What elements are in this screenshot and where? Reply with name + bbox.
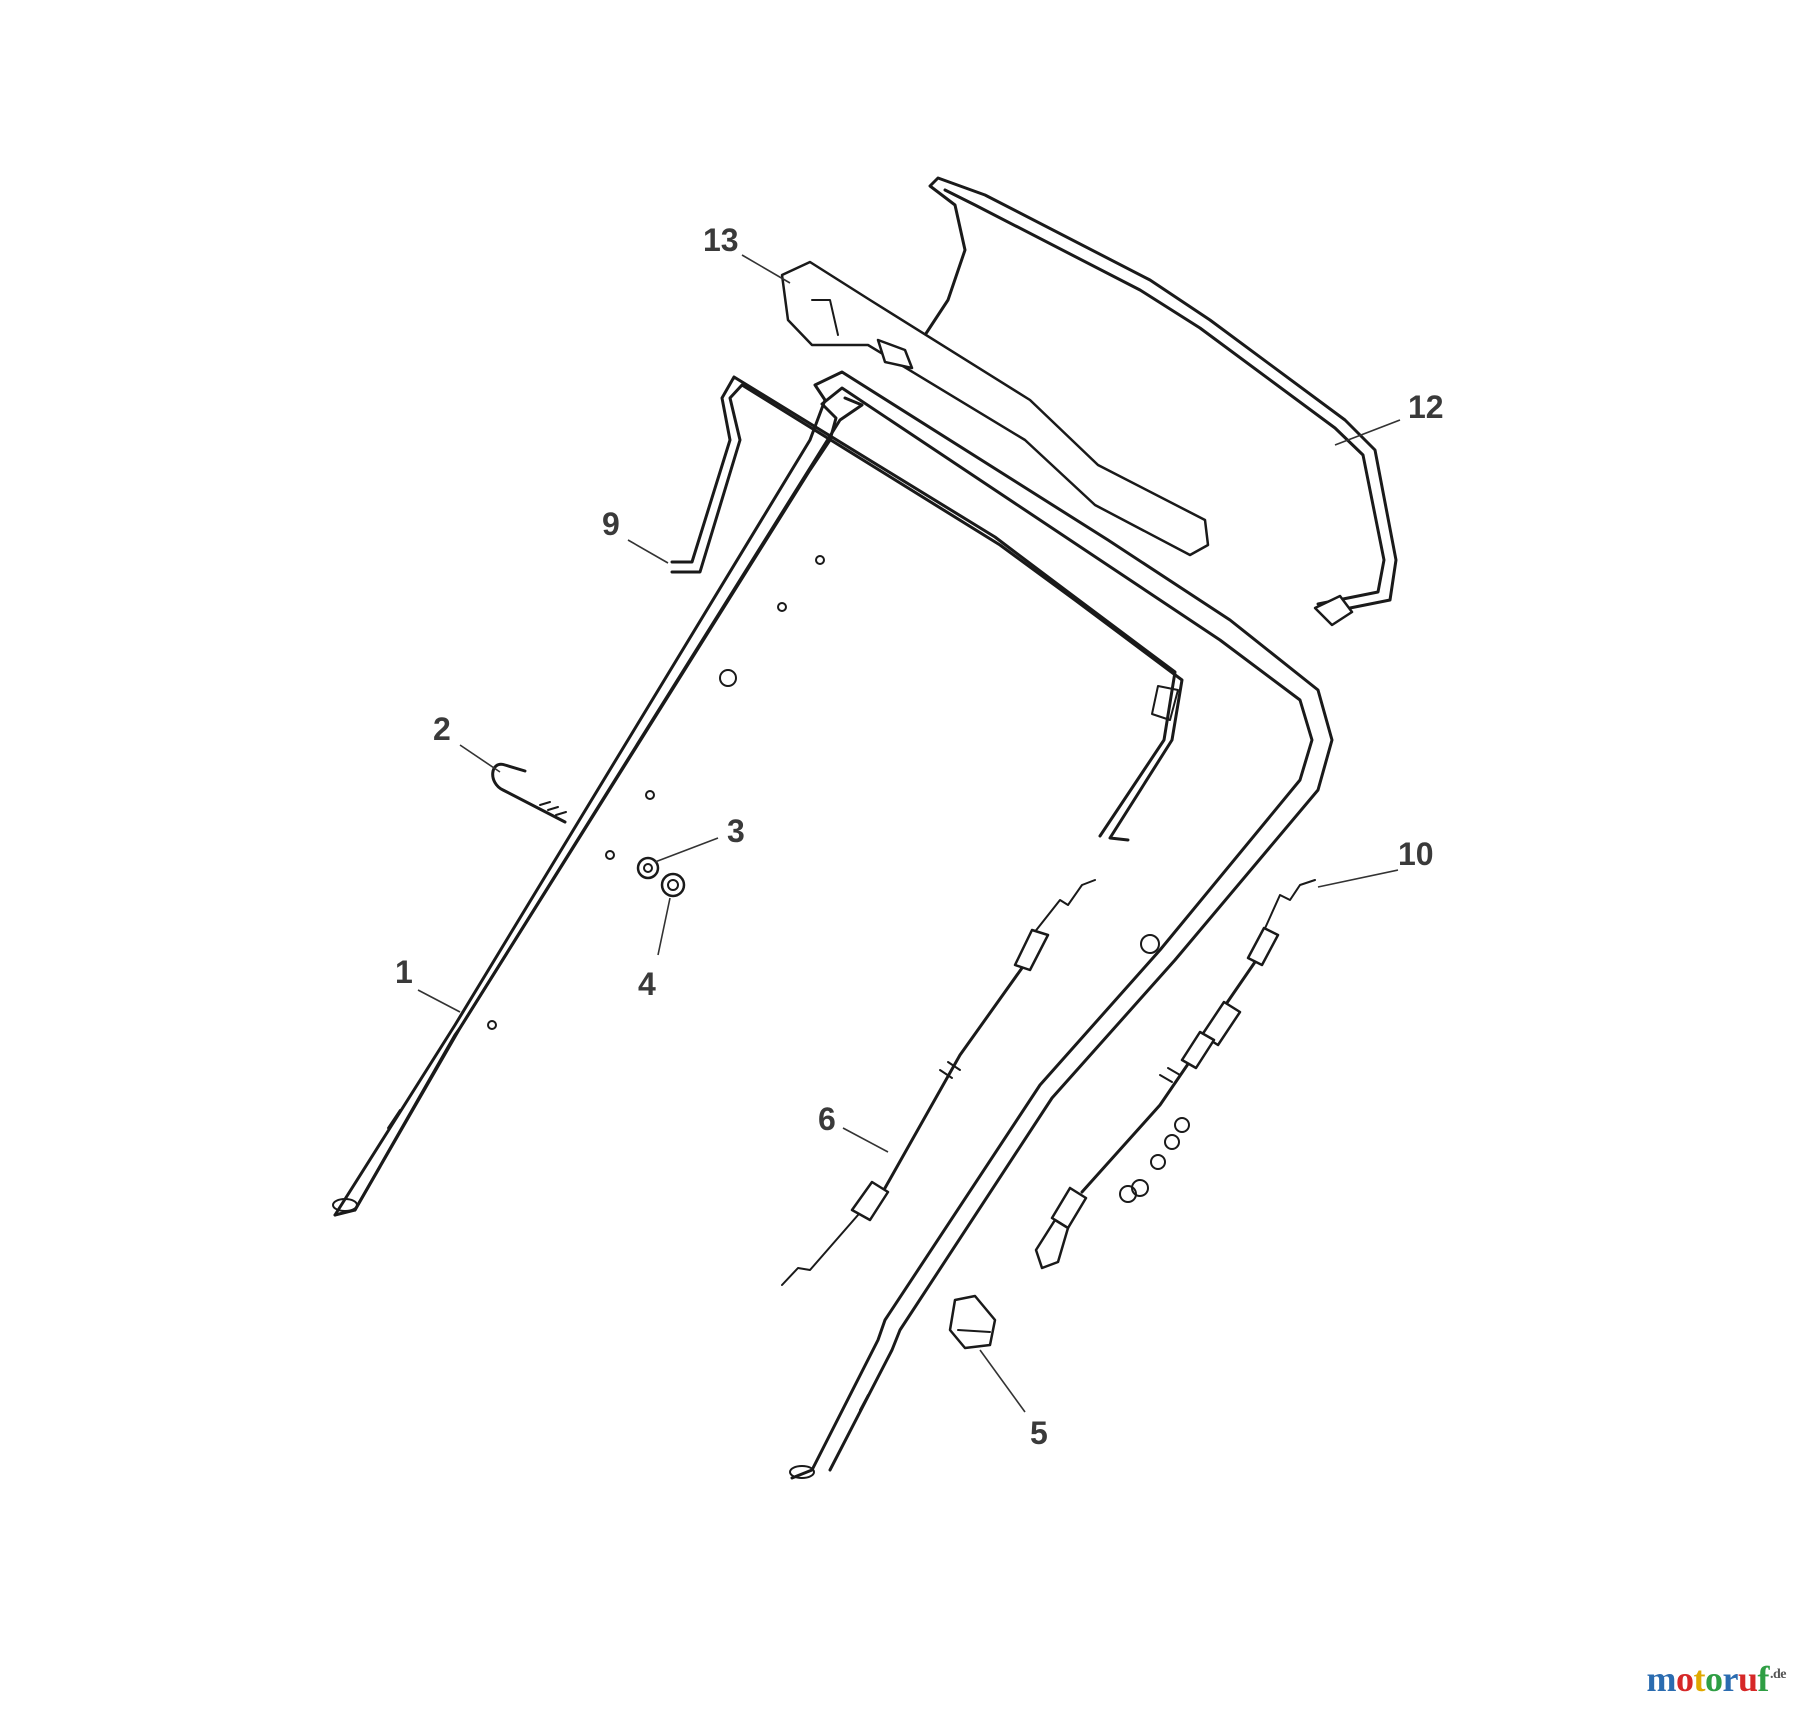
callout-9: 9 — [602, 506, 620, 542]
watermark-letter: o — [1704, 1659, 1723, 1699]
part-6-control-cable — [781, 879, 1096, 1286]
part-13-handle-grip — [780, 260, 1210, 557]
part-5-cable-clip — [948, 1294, 997, 1350]
watermark-letter: u — [1737, 1659, 1758, 1699]
leader-9 — [627, 539, 669, 564]
leader-6 — [842, 1127, 889, 1153]
leader-2 — [459, 744, 501, 773]
leader-10 — [1317, 869, 1399, 888]
callout-5: 5 — [1030, 1415, 1048, 1451]
watermark-letter: m — [1646, 1659, 1676, 1699]
part-10-drive-cable — [1034, 879, 1316, 1270]
callout-13: 13 — [703, 222, 739, 258]
watermark-letter: o — [1675, 1659, 1694, 1699]
leader-12 — [1334, 419, 1401, 446]
part-1-handle-frame — [332, 370, 1334, 1480]
leader-3 — [654, 837, 719, 863]
leader-13 — [741, 254, 791, 284]
callout-6: 6 — [818, 1101, 836, 1137]
callout-4: 4 — [638, 966, 656, 1002]
part-4-nut — [660, 872, 686, 898]
watermark-suffix: .de — [1770, 1667, 1787, 1682]
watermark-letter: t — [1693, 1659, 1705, 1699]
leader-5 — [979, 1349, 1026, 1413]
leader-lines — [417, 254, 1401, 1413]
watermark-letter: r — [1722, 1659, 1738, 1699]
watermark-letter: f — [1757, 1659, 1770, 1699]
part-2-hook-bolt — [491, 762, 567, 824]
callout-10: 10 — [1398, 836, 1434, 872]
callouts: 1 2 3 4 5 6 9 10 12 13 — [395, 222, 1444, 1451]
callout-3: 3 — [727, 813, 745, 849]
leader-4 — [657, 897, 671, 956]
callout-12: 12 — [1408, 389, 1444, 425]
watermark-logo: motoruf.de — [1646, 1658, 1786, 1700]
callout-2: 2 — [433, 711, 451, 747]
part-9-control-bail — [670, 375, 1184, 842]
part-12-upper-handle — [923, 176, 1398, 627]
leader-1 — [417, 989, 461, 1013]
callout-1: 1 — [395, 954, 413, 990]
part-3-washer — [636, 856, 660, 880]
